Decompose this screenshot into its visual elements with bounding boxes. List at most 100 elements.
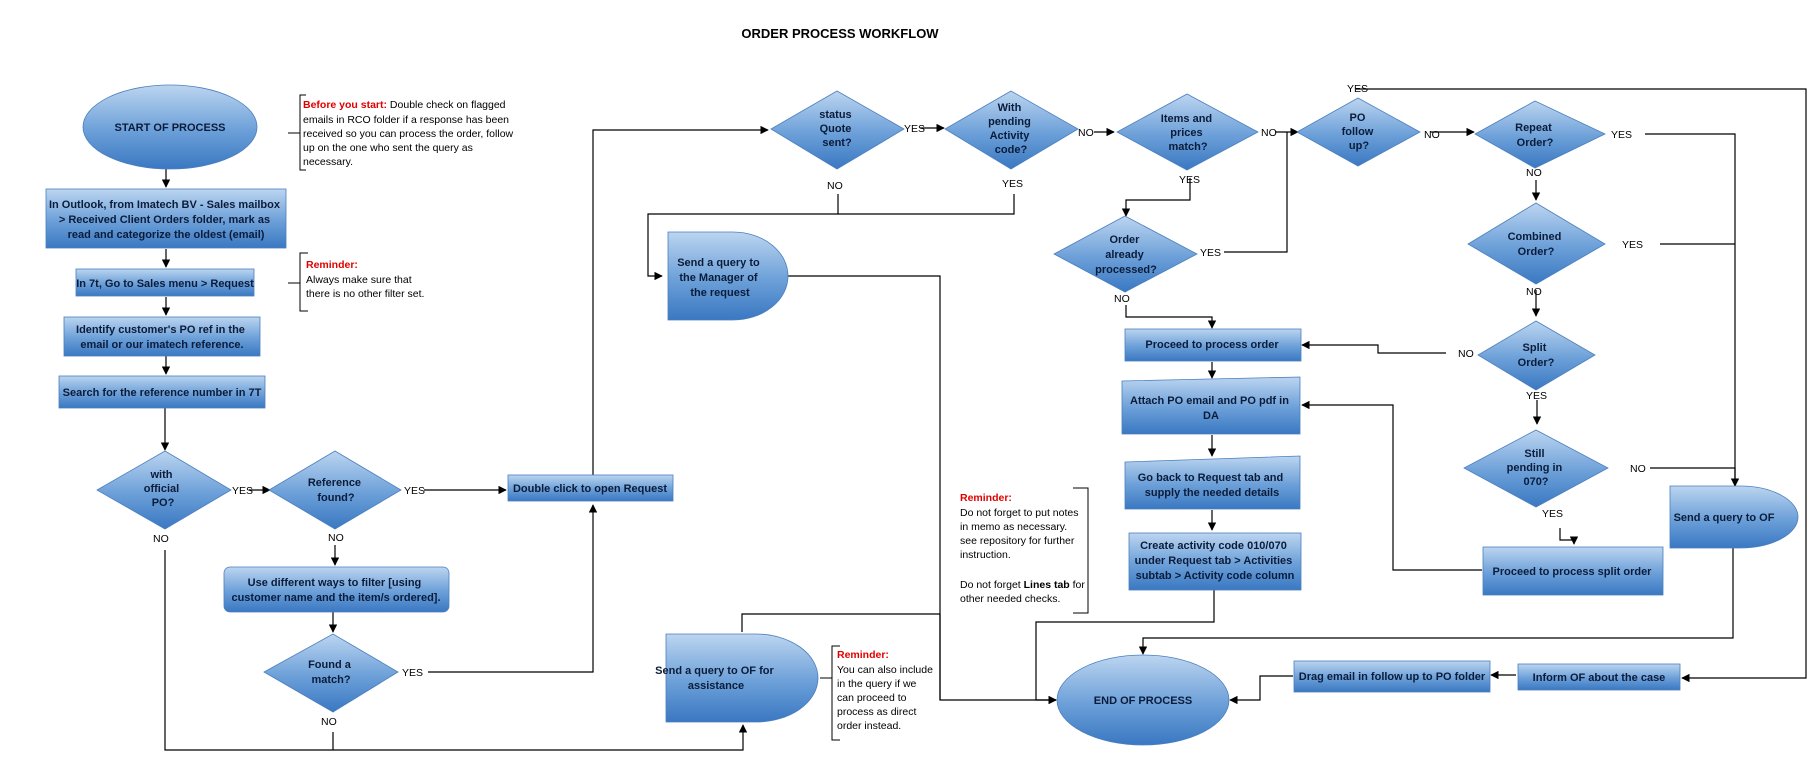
shape-labels: START OF PROCESS In Outlook, from Imatec… xyxy=(49,102,1775,707)
identify-box xyxy=(63,316,261,357)
label-no: NO xyxy=(1458,348,1474,360)
query-of-shape xyxy=(1669,485,1799,549)
connector-orderproc-no xyxy=(1125,305,1217,329)
proceed-process-label: Proceed to process order xyxy=(1145,339,1279,351)
inform-of-box xyxy=(1517,663,1681,691)
pending-activity-label: With pending Activity code? xyxy=(988,102,1034,156)
po-followup-label: PO follow up? xyxy=(1342,112,1377,152)
note-before-start: Before you start: Double check on flagge… xyxy=(303,99,514,168)
split-order-label: Split Order? xyxy=(1518,342,1555,369)
official-po-label: with official PO? xyxy=(144,469,183,509)
svg-text:Do not forget Lines tab for: Do not forget Lines tab for xyxy=(960,579,1085,591)
status-quote-label: status Quote sent? xyxy=(819,109,854,149)
svg-text:emails in RCO folder if a resp: emails in RCO folder if a response has b… xyxy=(303,114,509,126)
connector-status-no xyxy=(647,194,839,281)
query-of-assist-shape xyxy=(665,633,819,723)
end-label: END OF PROCESS xyxy=(1094,695,1192,707)
svg-text:there is no other filter set.: there is no other filter set. xyxy=(306,288,424,300)
double-click-box xyxy=(507,474,674,502)
svg-text:instruction.: instruction. xyxy=(960,549,1011,561)
label-yes: YES xyxy=(904,123,925,135)
items-prices-diamond xyxy=(1116,93,1259,171)
official-po-diamond xyxy=(96,450,232,530)
start-oval xyxy=(82,84,258,170)
connector-drag-end xyxy=(1229,675,1293,705)
ref-found-label: Reference found? xyxy=(308,477,364,504)
proceed-split-box xyxy=(1482,546,1664,596)
svg-text:order instead.: order instead. xyxy=(837,720,901,732)
svg-text:up on the one who sent the que: up on the one who sent the query as xyxy=(303,142,473,154)
proceed-split-label: Proceed to process split order xyxy=(1493,566,1653,578)
still-pending-diamond xyxy=(1463,429,1609,508)
connector-repeat-yes xyxy=(1645,133,1740,487)
label-no: NO xyxy=(153,533,169,545)
repeat-order-label: Repeat Order? xyxy=(1515,122,1555,149)
yes-no-labels: YES NO YES NO YES NO YES NO YES NO YES N… xyxy=(153,83,1646,728)
order-processed-label: Order already processed? xyxy=(1095,234,1157,276)
query-manager-label: Send a query to the Manager of the reque… xyxy=(677,257,763,299)
proceed-process-box xyxy=(1124,328,1302,362)
still-pending-label: Still pending in 070? xyxy=(1507,448,1566,488)
drag-email-box xyxy=(1293,660,1491,693)
attach-po-label: Attach PO email and PO pdf in DA xyxy=(1130,395,1292,422)
identify-label: Identify customer's PO ref in the email … xyxy=(76,324,248,351)
label-yes: YES xyxy=(1611,129,1632,141)
connector-still-yes xyxy=(1559,528,1579,545)
label-no: NO xyxy=(1114,293,1130,305)
page-title: ORDER PROCESS WORKFLOW xyxy=(741,26,939,41)
svg-text:Do not forget to put notes: Do not forget to put notes xyxy=(960,507,1079,519)
svg-text:other needed checks.: other needed checks. xyxy=(960,593,1060,605)
order-processed-diamond xyxy=(1053,215,1198,293)
inform-of-label: Inform OF about the case xyxy=(1533,672,1666,684)
query-of-assist-label: Send a query to OF for assistance xyxy=(655,665,777,692)
svg-text:see repository for further: see repository for further xyxy=(960,535,1075,547)
label-no: NO xyxy=(1526,167,1542,179)
query-of-label: Send a query to OF xyxy=(1674,512,1775,524)
status-quote-diamond xyxy=(770,90,905,170)
in7t-label: In 7t, Go to Sales menu > Request xyxy=(76,278,254,290)
note-reminder-direct: Reminder: You can also include in the qu… xyxy=(837,649,933,732)
diff-ways-label: Use different ways to filter [using cust… xyxy=(231,577,440,604)
combined-order-label: Combined Order? xyxy=(1508,231,1565,258)
label-yes: YES xyxy=(1347,83,1368,95)
label-no: NO xyxy=(321,716,337,728)
search-box xyxy=(58,375,266,409)
outlook-box xyxy=(45,188,287,249)
svg-text:Before you start: Double check: Before you start: Double check on flagge… xyxy=(303,99,506,111)
in7t-box xyxy=(75,268,255,297)
found-match-label: Found a match? xyxy=(308,659,354,686)
items-prices-label: Items and prices match? xyxy=(1161,113,1215,153)
label-no: NO xyxy=(1526,286,1542,298)
drag-email-label: Drag email in follow up to PO folder xyxy=(1299,671,1486,683)
go-back-label: Go back to Request tab and supply the ne… xyxy=(1138,472,1287,499)
note-brackets xyxy=(288,94,1089,741)
go-back-shape xyxy=(1124,455,1301,510)
connector-po-yes xyxy=(1356,88,1807,683)
repeat-order-diamond xyxy=(1474,100,1606,169)
svg-text:Reminder:: Reminder: xyxy=(837,649,889,661)
connectors xyxy=(160,88,1807,751)
connector-found-doubleclick xyxy=(428,504,598,673)
connector-doubleclick-status xyxy=(592,125,769,475)
pending-activity-diamond xyxy=(944,90,1079,170)
label-no: NO xyxy=(328,532,344,544)
label-yes: YES xyxy=(402,667,423,679)
svg-text:received so you can process th: received so you can process the order, f… xyxy=(303,128,514,140)
label-yes: YES xyxy=(1179,174,1200,186)
connector-split-no xyxy=(1301,340,1446,354)
svg-text:necessary.: necessary. xyxy=(303,156,353,168)
connector-pending-yes xyxy=(838,194,1015,215)
label-yes: YES xyxy=(1542,508,1563,520)
label-no: NO xyxy=(1424,129,1440,141)
label-yes: YES xyxy=(1200,247,1221,259)
svg-text:You can also include: You can also include xyxy=(837,664,933,676)
connector-items-order xyxy=(1121,178,1191,217)
reminder-filter-bracket xyxy=(299,252,308,312)
outlook-label: In Outlook, from Imatech BV - Sales mail… xyxy=(49,199,283,241)
end-oval xyxy=(1056,654,1230,746)
svg-text:can proceed to: can proceed to xyxy=(837,692,907,704)
po-followup-diamond xyxy=(1296,97,1421,167)
connector-manager-end xyxy=(788,275,1057,705)
label-yes: YES xyxy=(1526,390,1547,402)
ref-found-diamond xyxy=(268,450,402,530)
